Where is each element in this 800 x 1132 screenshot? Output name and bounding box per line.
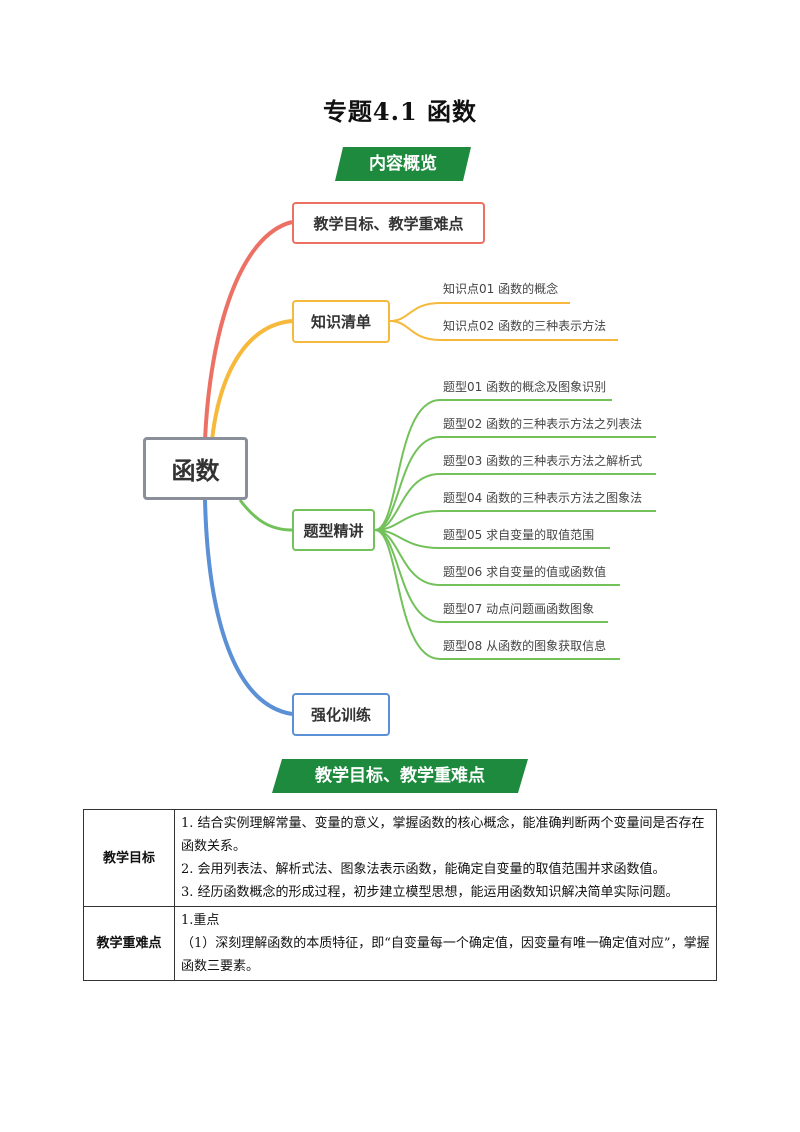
goals-banner-label: 教学目标、教学重难点 — [315, 766, 485, 786]
focus-line: 1.重点 — [181, 913, 220, 928]
mindmap-root-label: 函数 — [171, 457, 220, 485]
focus-line: （1）深刻理解函数的本质特征，即“自变量每一个确定值，因变量有唯一确定值对应”，… — [181, 936, 710, 974]
banner-shape — [335, 147, 471, 181]
goals-table: 教学目标 1. 结合实例理解常量、变量的意义，掌握函数的核心概念，能准确判断两个… — [83, 809, 717, 981]
goal-line: 3. 经历函数概念的形成过程，初步建立模型思想，能运用函数知识解决简单实际问题。 — [181, 885, 679, 900]
branch-knowledge-label: 知识清单 — [310, 313, 371, 331]
branch-training-label: 强化训练 — [310, 706, 371, 724]
type-item: 题型07 动点问题画函数图象 — [443, 602, 595, 616]
row-content: 1. 结合实例理解常量、变量的意义，掌握函数的核心概念，能准确判断两个变量间是否… — [174, 809, 717, 907]
table-row: 教学目标 1. 结合实例理解常量、变量的意义，掌握函数的核心概念，能准确判断两个… — [83, 809, 717, 907]
row-header: 教学重难点 — [83, 906, 175, 981]
type-item: 题型02 函数的三种表示方法之列表法 — [443, 417, 643, 431]
branch-knowledge: 知识清单 — [292, 300, 390, 343]
overview-banner-label: 内容概览 — [369, 154, 437, 174]
mindmap-root: 函数 — [143, 437, 248, 500]
type-item: 题型01 函数的概念及图象识别 — [443, 380, 607, 394]
overview-banner: 内容概览 — [335, 145, 471, 183]
branch-types: 题型精讲 — [292, 509, 375, 551]
type-item: 题型04 函数的三种表示方法之图象法 — [443, 491, 643, 505]
type-item: 题型08 从函数的图象获取信息 — [443, 639, 607, 653]
branch-training: 强化训练 — [292, 693, 390, 736]
table-row: 教学重难点 1.重点 （1）深刻理解函数的本质特征，即“自变量每一个确定值，因变… — [83, 906, 717, 981]
type-item: 题型05 求自变量的取值范围 — [443, 528, 595, 542]
page-title: 专题4.1 函数 — [322, 97, 478, 126]
branch-goals: 教学目标、教学重难点 — [292, 202, 485, 244]
knowledge-item: 知识点01 函数的概念 — [443, 282, 559, 296]
knowledge-item: 知识点02 函数的三种表示方法 — [443, 319, 607, 333]
type-item: 题型03 函数的三种表示方法之解析式 — [443, 454, 643, 468]
goals-banner: 教学目标、教学重难点 — [272, 757, 528, 795]
row-content: 1.重点 （1）深刻理解函数的本质特征，即“自变量每一个确定值，因变量有唯一确定… — [174, 906, 717, 981]
goal-line: 1. 结合实例理解常量、变量的意义，掌握函数的核心概念，能准确判断两个变量间是否… — [181, 816, 705, 854]
mindmap-connectors — [203, 220, 656, 716]
banner-shape — [272, 759, 528, 793]
goal-line: 2. 会用列表法、解析式法、图象法表示函数，能确定自变量的取值范围并求函数值。 — [181, 862, 666, 877]
row-header: 教学目标 — [83, 809, 175, 907]
type-item: 题型06 求自变量的值或函数值 — [443, 565, 607, 579]
branch-goals-label: 教学目标、教学重难点 — [313, 214, 464, 233]
branch-types-label: 题型精讲 — [303, 521, 364, 540]
